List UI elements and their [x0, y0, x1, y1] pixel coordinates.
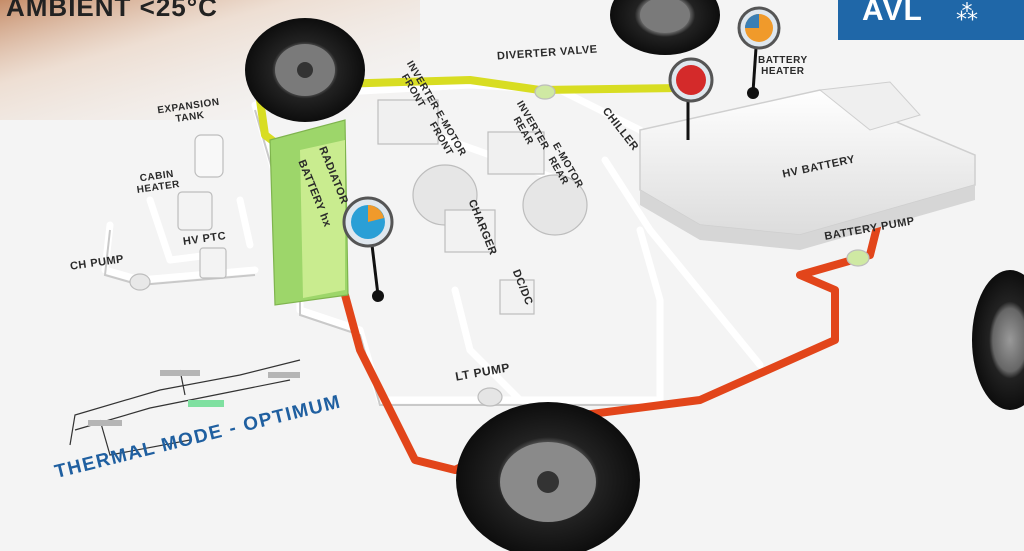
schematic-sheet-lines: [69, 359, 301, 456]
dc-dc-box: [499, 279, 535, 315]
label-battery-heater: BATTERY HEATER: [758, 55, 808, 77]
hv-ptc-box: [199, 247, 227, 279]
chiller-gauge: [668, 57, 714, 140]
hv-battery-pack: [639, 81, 976, 250]
radiator-gauge: [342, 196, 394, 302]
ch-pump-box: [129, 273, 151, 291]
wheel-rear-left: [456, 402, 640, 551]
wheel-front-right: [610, 0, 720, 55]
avl-logo: AVL ⁂: [838, 0, 1024, 40]
charger-box: [444, 209, 496, 253]
wheel-front-left: [245, 18, 365, 122]
battery-pump-box: [846, 249, 870, 267]
battery-heater-gauge: [737, 6, 781, 99]
avl-logo-mark-icon: ⁂: [956, 0, 978, 25]
hot-coolant-loop: [341, 196, 884, 474]
ambient-temperature-title: AMBIENT <25°C: [6, 0, 218, 22]
cabin-heater-box: [177, 191, 213, 231]
inverter-front-box: [377, 99, 439, 145]
component-boxes: [129, 84, 870, 407]
wheel-rear-right: [972, 270, 1024, 410]
expansion-tank-box: [194, 134, 224, 178]
e-motor-rear-box: [522, 174, 588, 236]
inverter-rear-box: [487, 131, 545, 175]
avl-logo-text: AVL: [862, 0, 923, 27]
lt-pump-box: [477, 387, 503, 407]
diverter-valve-box: [534, 84, 556, 100]
